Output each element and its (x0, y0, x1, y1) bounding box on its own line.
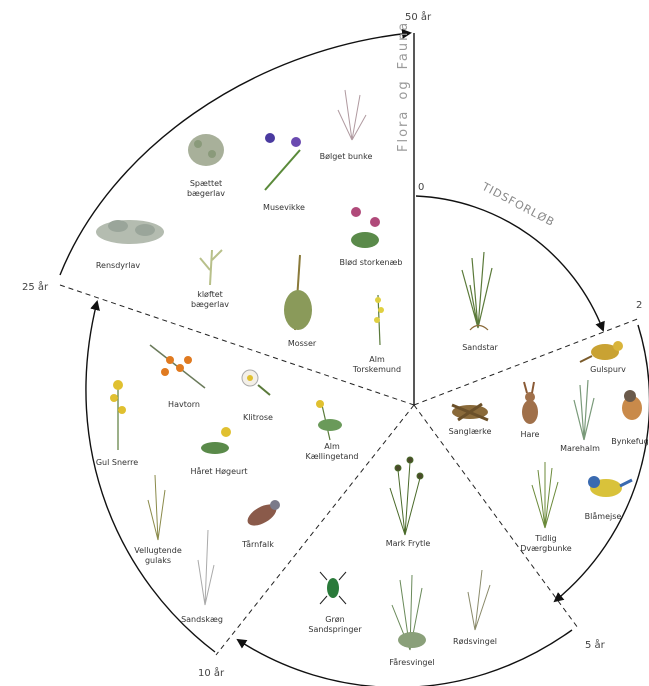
time-mark-5: 5 år (585, 640, 605, 651)
label-sanglaerke: Sanglærke (449, 427, 492, 437)
label-havtorn: Havtorn (168, 400, 200, 410)
mark-frytle-icon (390, 457, 423, 535)
label-marehalm: Marehalm (560, 444, 600, 454)
gul-snerre-icon (110, 380, 126, 450)
haaret-hoegeurt-icon (201, 427, 231, 454)
taarnfalk-icon (244, 500, 280, 530)
label-kloeftet-baegerlav: kløftet bægerlav (191, 290, 229, 310)
label-bynkefugl: Bynkefug (611, 437, 649, 447)
label-sandskaeg: Sandskæg (181, 615, 223, 625)
sanglaerke-icon (452, 404, 488, 420)
sandskaeg-icon (198, 530, 214, 605)
diagram-title: Flora og Fauna (396, 11, 411, 152)
label-blaamejse: Blåmejse (585, 512, 622, 522)
arc-10-to-25 (86, 302, 215, 652)
label-hare: Hare (521, 430, 540, 440)
blaamejse-icon (588, 476, 632, 497)
bynkefugl-icon (622, 390, 642, 420)
dashed-divider-25 (60, 285, 414, 405)
label-mark-frytle: Mark Frytle (386, 539, 431, 549)
label-rensdyrlav: Rensdyrlav (96, 261, 140, 271)
label-taarnfalk: Tårnfalk (242, 540, 274, 550)
title-og: og (396, 79, 411, 99)
dashed-divider-5 (414, 405, 578, 628)
label-sandstar: Sandstar (462, 343, 498, 353)
tidlig-dvaergbunke-icon (532, 462, 558, 528)
boelget-bunke-icon (338, 90, 366, 140)
label-alm-kaellingetand: Alm Kællingetand (305, 442, 358, 462)
groen-sandspringer-icon (320, 572, 346, 604)
label-boelget-bunke: Bølget bunke (320, 152, 373, 162)
kloeftet-baegerlav-icon (200, 250, 222, 285)
gulspurv-icon (580, 341, 623, 362)
time-mark-50: 50 år (405, 12, 431, 23)
hare-icon (522, 382, 538, 424)
label-tidlig-dvaergbunke: Tidlig Dværgbunke (520, 534, 571, 554)
label-gulspurv: Gulspurv (590, 365, 626, 375)
label-klitrose: Klitrose (243, 413, 273, 423)
label-roedsvingel: Rødsvingel (453, 637, 497, 647)
mosser-icon (284, 255, 312, 330)
sandstar-icon (462, 252, 492, 330)
klitrose-icon (242, 370, 270, 395)
time-mark-25: 25 år (22, 282, 48, 293)
time-mark-10: 10 år (198, 668, 224, 679)
label-alm-torskemund: Alm Torskemund (353, 355, 401, 375)
marehalm-icon (574, 380, 594, 440)
faaresvingel-icon (392, 575, 426, 650)
title-fauna: Fauna (396, 21, 411, 70)
title-flora: Flora (396, 110, 411, 152)
time-mark-0: 0 (418, 182, 424, 193)
label-bloed-storkenaeb: Blød storkenæb (340, 258, 403, 268)
vellugtende-gulaks-icon (148, 475, 165, 540)
rensdyrlav-icon (96, 220, 164, 244)
label-spaettet-baegerlav: Spættet bægerlav (187, 179, 225, 199)
label-vellugtende-gulaks: Vellugtende gulaks (134, 546, 182, 566)
havtorn-icon (150, 345, 205, 388)
arc-0-to-2 (416, 196, 603, 330)
label-groen-sandspringer: Grøn Sandspringer (308, 615, 361, 635)
label-faaresvingel: Fåresvingel (389, 658, 434, 668)
alm-torskemund-icon (374, 295, 384, 345)
bloed-storkenaeb-icon (351, 207, 380, 248)
musevikke-icon (265, 133, 301, 190)
time-mark-2: 2 (636, 300, 642, 311)
label-gul-snerre: Gul Snerre (96, 458, 138, 468)
spaettet-baegerlav-icon (188, 134, 224, 166)
label-mosser: Mosser (288, 339, 316, 349)
label-haaret-hoegeurt: Håret Høgeurt (190, 467, 247, 477)
label-musevikke: Musevikke (263, 203, 305, 213)
roedsvingel-icon (468, 570, 490, 630)
alm-kaellingetand-icon (316, 400, 342, 440)
